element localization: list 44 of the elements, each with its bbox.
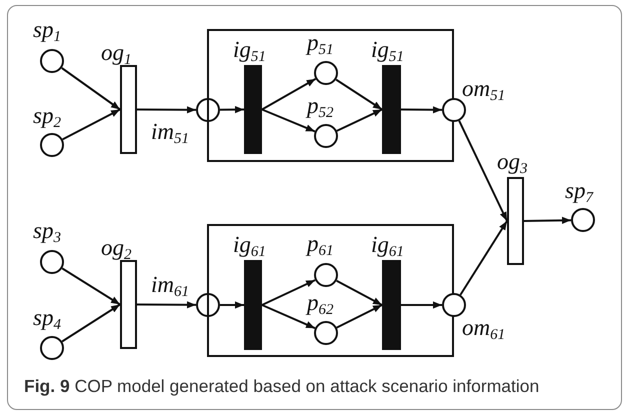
node-label: sp$_{3}$: [33, 218, 61, 244]
node-label: im$_{61}$: [151, 272, 189, 298]
node-label: ig$_{51}$: [233, 37, 266, 63]
arrow: [262, 279, 316, 306]
arrow: [262, 78, 316, 110]
arrow: [262, 108, 316, 132]
node-label: p$_{61}$: [307, 231, 334, 257]
arrow: [220, 106, 244, 114]
node-label: ig$_{61}$: [233, 232, 266, 258]
node-label: sp$_{7}$: [565, 178, 593, 204]
arrow: [336, 280, 382, 306]
arrow: [524, 216, 572, 224]
node-label: om$_{51}$: [462, 76, 506, 102]
subnet-box: [207, 224, 454, 357]
arrow: [336, 108, 382, 132]
figure-caption: Fig. 9 COP model generated based on attack scenario information: [24, 376, 540, 397]
node-label: ig$_{51}$: [371, 37, 404, 63]
arrow: [137, 301, 196, 308]
node-label: p$_{62}$: [307, 290, 334, 316]
node-label: p$_{52}$: [307, 93, 334, 119]
node-label: og$_{2}$: [101, 235, 132, 261]
node-label: sp$_{2}$: [33, 103, 61, 129]
arrow: [62, 268, 121, 306]
arrow: [62, 304, 121, 342]
node-label: sp$_{1}$: [33, 17, 61, 43]
arrow: [458, 120, 508, 222]
arrow: [460, 220, 508, 296]
node-label: im$_{51}$: [151, 119, 189, 145]
arrow: [401, 301, 442, 309]
arrow: [336, 78, 383, 110]
node-label: og$_{1}$: [101, 40, 132, 66]
node-label: sp$_{4}$: [33, 305, 61, 331]
subnet-box: [207, 29, 454, 162]
arrow: [62, 108, 120, 140]
arrow: [61, 67, 121, 110]
node-label: og$_{3}$: [497, 149, 528, 175]
arrow: [137, 106, 196, 114]
arrow: [262, 304, 316, 330]
node-label: om$_{61}$: [462, 315, 506, 341]
arrow: [220, 301, 244, 309]
node-label: p$_{51}$: [307, 30, 334, 56]
arrow: [400, 106, 442, 114]
node-label: ig$_{61}$: [371, 232, 404, 258]
arrow: [336, 304, 382, 328]
